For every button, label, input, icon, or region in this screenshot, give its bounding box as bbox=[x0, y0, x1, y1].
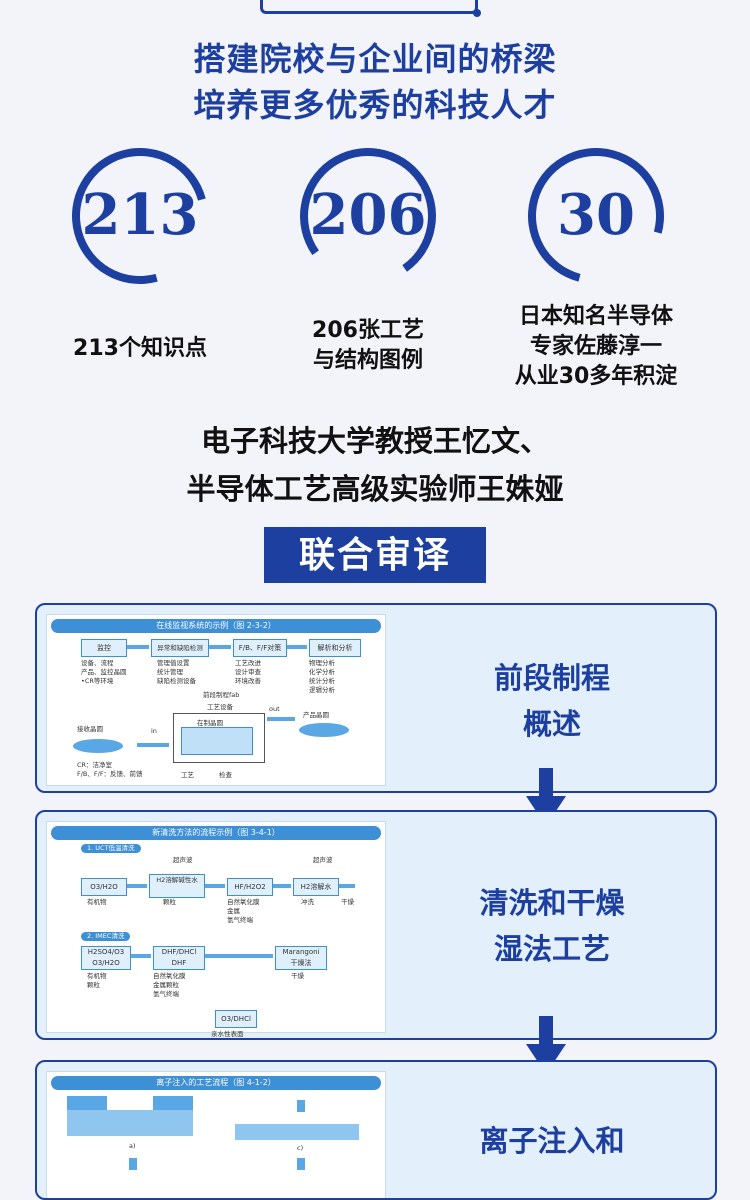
figure-title: 新清洗方法的流程示例（图 3-4-1） bbox=[51, 826, 381, 840]
chapter-card-ion-implant: 离子注入的工艺流程（图 4-1-2） a) c) 离子注入和 bbox=[35, 1060, 717, 1200]
figure-box: O3/H2O bbox=[81, 878, 127, 896]
figure-arrow bbox=[137, 743, 169, 747]
figure-arrow bbox=[205, 884, 225, 888]
stat-caption-line: 日本知名半导体 bbox=[518, 304, 673, 329]
figure-text: 冲洗 bbox=[301, 898, 314, 906]
card-label-line: 离子注入和 bbox=[479, 1124, 625, 1158]
headline-line-1: 搭建院校与企业间的桥梁 bbox=[193, 40, 557, 78]
figure-text: 工艺改进 设计审查 环境改善 bbox=[235, 659, 261, 685]
figure-text: 自然氧化膜 金属 氢气终端 bbox=[227, 898, 260, 924]
headline-line-2: 培养更多优秀的科技人才 bbox=[193, 86, 557, 124]
stat-caption-line: 206张工艺 bbox=[312, 318, 424, 343]
stat-caption: 206张工艺 与结构图例 bbox=[268, 316, 468, 376]
figure-text: in bbox=[151, 727, 157, 735]
figure-text: CR：洁净室 F/B、F/F：反馈、前馈 bbox=[77, 761, 143, 778]
stat-caption: 213个知识点 bbox=[40, 334, 240, 364]
stat-number: 206 bbox=[309, 182, 427, 248]
down-arrow-icon bbox=[526, 1016, 566, 1074]
figure-arrow bbox=[127, 645, 149, 649]
figure-text: 检查 bbox=[219, 771, 232, 779]
figure-box: HF/H2O2 bbox=[227, 878, 273, 896]
figure-text: 工艺 bbox=[181, 771, 194, 779]
stat-caption: 日本知名半导体 专家佐藤淳一 从业30多年积淀 bbox=[486, 302, 706, 392]
figure-text: 自然氧化膜 金属颗粒 氢气终端 bbox=[153, 972, 186, 998]
figure-arrow bbox=[129, 1158, 137, 1170]
top-tab-decoration bbox=[260, 0, 481, 17]
chapter-card-front-end: 在线监视系统的示例（图 2-3-2） 监控 异常和缺陷检测 F/B、F/F对策 … bbox=[35, 603, 717, 793]
stat-caption-line: 专家佐藤淳一 bbox=[529, 334, 662, 359]
figure-text: 超声波 bbox=[173, 856, 193, 864]
authors-line-1: 电子科技大学教授王忆文、 bbox=[200, 424, 549, 458]
figure-text: 有机物 颗粒 bbox=[87, 972, 107, 989]
figure-ion-implant: 离子注入的工艺流程（图 4-1-2） a) c) bbox=[46, 1071, 386, 1198]
figure-text: out bbox=[269, 705, 280, 713]
figure-text: 超声波 bbox=[313, 856, 333, 864]
figure-text: 干燥 bbox=[341, 898, 354, 906]
figure-arrow bbox=[339, 884, 355, 888]
card-label-line: 前段制程 bbox=[493, 661, 610, 695]
figure-text: 亲水性表面 bbox=[211, 1030, 244, 1038]
figure-text: a) bbox=[129, 1142, 136, 1150]
stat-number: 30 bbox=[557, 182, 635, 248]
figure-arrow bbox=[127, 884, 147, 888]
figure-text: 接收晶圆 bbox=[77, 725, 103, 733]
figure-text: 前段制程fab bbox=[203, 691, 240, 699]
authors-line-2: 半导体工艺高级实验师王姝娅 bbox=[186, 472, 564, 506]
figure-box: DHF/DHCl DHF bbox=[153, 946, 205, 970]
figure-text: 设备、流程 产品、监控晶圆 •CR等环境 bbox=[81, 659, 127, 685]
figure-box: H2SO4/O3 O3/H2O bbox=[81, 946, 131, 970]
figure-arrow bbox=[209, 645, 231, 649]
figure-text: 物理分析 化学分析 统计分析 逻辑分析 bbox=[309, 659, 335, 694]
figure-box: Marangoni 干燥法 bbox=[275, 946, 327, 970]
figure-box: H2溶解碱性水 bbox=[149, 874, 205, 898]
figure-text: 在制晶圆 bbox=[197, 719, 223, 727]
figure-text: 产品晶圆 bbox=[303, 711, 329, 719]
figure-text: 颗粒 bbox=[163, 898, 176, 906]
figure-text: 管理值设置 统计管理 缺陷检测设备 bbox=[157, 659, 196, 685]
figure-block bbox=[153, 1096, 193, 1110]
card-label-line: 湿法工艺 bbox=[493, 932, 610, 966]
card-label: 前段制程 概述 bbox=[387, 655, 715, 747]
figure-box: F/B、F/F对策 bbox=[233, 639, 287, 657]
chapter-card-cleaning: 新清洗方法的流程示例（图 3-4-1） 1. UCT低温清洗 超声波 超声波 O… bbox=[35, 810, 717, 1040]
figure-arrow bbox=[273, 884, 291, 888]
figure-text: 干燥 bbox=[291, 972, 304, 980]
figure-text: c) bbox=[297, 1144, 304, 1152]
figure-equipment-box bbox=[173, 713, 265, 763]
figure-box: 监控 bbox=[81, 639, 127, 657]
card-label-line: 清洗和干燥 bbox=[479, 886, 625, 920]
figure-box: O3/DHCl bbox=[215, 1010, 257, 1028]
figure-block bbox=[67, 1110, 193, 1136]
stat-caption-line: 从业30多年积淀 bbox=[514, 364, 678, 389]
figure-block bbox=[67, 1096, 107, 1110]
figure-arrow bbox=[267, 717, 295, 721]
stat-caption-line: 213个知识点 bbox=[73, 336, 207, 361]
stat-number: 213 bbox=[81, 182, 199, 248]
figure-section: 1. UCT低温清洗 bbox=[81, 844, 141, 853]
figure-block bbox=[235, 1124, 359, 1140]
figure-wafer-disc bbox=[73, 739, 123, 753]
figure-wafer-disc bbox=[299, 723, 349, 737]
card-label: 清洗和干燥 湿法工艺 bbox=[387, 880, 715, 972]
figure-arrow bbox=[205, 954, 273, 958]
figure-monitoring-system: 在线监视系统的示例（图 2-3-2） 监控 异常和缺陷检测 F/B、F/F对策 … bbox=[46, 614, 386, 786]
figure-box: 解析和分析 bbox=[309, 639, 361, 657]
figure-section: 2. IMEC清洗 bbox=[81, 932, 131, 941]
figure-arrow bbox=[297, 1158, 305, 1170]
figure-arrow bbox=[287, 645, 307, 649]
figure-title: 离子注入的工艺流程（图 4-1-2） bbox=[51, 1076, 381, 1090]
joint-review-banner: 联合审译 bbox=[264, 527, 486, 583]
figure-text: 工艺设备 bbox=[207, 703, 233, 711]
figure-arrow bbox=[131, 954, 151, 958]
figure-wafer-box bbox=[181, 727, 253, 755]
figure-cleaning-flow: 新清洗方法的流程示例（图 3-4-1） 1. UCT低温清洗 超声波 超声波 O… bbox=[46, 821, 386, 1038]
card-label: 离子注入和 bbox=[387, 1118, 715, 1164]
stat-caption-line: 与结构图例 bbox=[312, 348, 423, 373]
card-label-line: 概述 bbox=[522, 707, 581, 741]
figure-box: 异常和缺陷检测 bbox=[151, 639, 209, 657]
figure-box: H2溶解水 bbox=[293, 878, 339, 896]
figure-arrow bbox=[297, 1100, 305, 1112]
figure-text: 有机物 bbox=[87, 898, 107, 906]
figure-title: 在线监视系统的示例（图 2-3-2） bbox=[51, 619, 381, 633]
